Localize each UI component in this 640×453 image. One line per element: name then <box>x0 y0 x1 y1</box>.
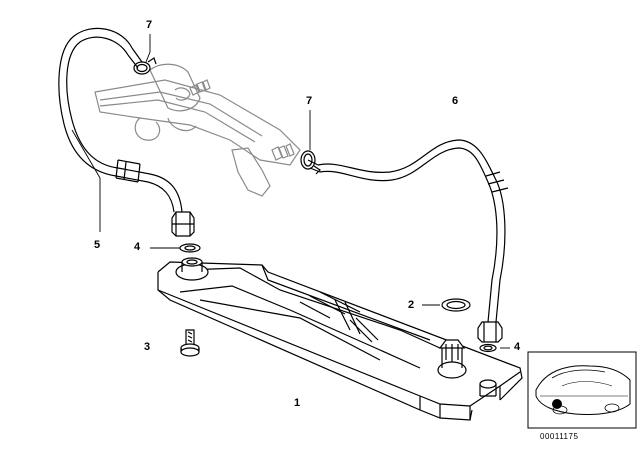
hose-fitting-right <box>477 321 503 343</box>
hose-right <box>307 139 509 323</box>
callout-5: 5 <box>94 239 101 251</box>
callout-4-left: 4 <box>134 241 141 253</box>
hose-left <box>58 27 183 213</box>
leader-lines <box>71 34 510 349</box>
callout-1: 1 <box>294 397 301 409</box>
cooler-port-right <box>437 339 467 379</box>
seal-ring <box>441 298 471 312</box>
callout-2: 2 <box>408 299 415 311</box>
hose-clamp-right <box>300 150 321 175</box>
cooler-drain-fitting <box>479 379 497 397</box>
hose-clamp-left <box>133 57 157 75</box>
vehicle-inset <box>527 351 637 429</box>
location-marker-icon <box>552 399 562 409</box>
callout-7-left: 7 <box>146 19 153 31</box>
engine-block <box>94 63 301 197</box>
callout-3: 3 <box>144 341 151 353</box>
hose-fitting-left <box>171 211 195 237</box>
callout-6: 6 <box>452 95 459 107</box>
washer-left <box>179 243 201 253</box>
callout-4-right: 4 <box>514 341 521 353</box>
cooler-port-left <box>175 257 209 281</box>
callout-7-right: 7 <box>306 95 313 107</box>
diagram-code: 00011175 <box>540 432 579 441</box>
bolt <box>180 329 200 357</box>
washer-right <box>479 343 497 353</box>
oil-cooler <box>157 261 523 421</box>
